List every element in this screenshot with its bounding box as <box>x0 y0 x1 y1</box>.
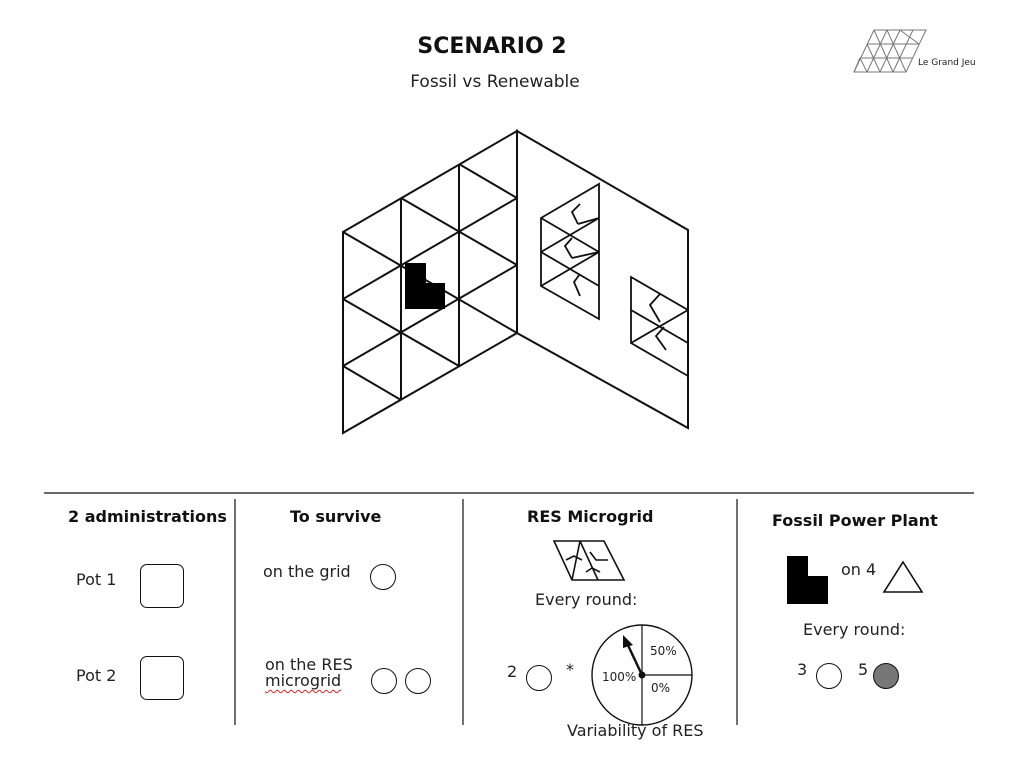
fossil-every-round-label: Every round: <box>803 620 906 639</box>
scenario-title: SCENARIO 2 <box>417 34 567 59</box>
grid-survive-token[interactable] <box>370 564 396 590</box>
administrations-title: 2 administrations <box>68 507 227 526</box>
res-count: 2 <box>507 662 518 681</box>
grid-survive-label: on the grid <box>263 562 351 581</box>
microgrid-tile <box>630 275 689 378</box>
fossil-count-a: 3 <box>797 660 808 679</box>
microgrid-tile-icon <box>552 540 626 581</box>
pot1-label: Pot 1 <box>76 570 117 589</box>
res-round-token[interactable] <box>526 665 552 691</box>
dial-label-100: 100% <box>602 670 637 684</box>
fossil-count-b: 5 <box>858 660 869 679</box>
res-survive-token-1[interactable] <box>371 668 397 694</box>
scenario-subtitle: Fossil vs Renewable <box>410 72 580 92</box>
pot1-slot[interactable] <box>140 564 184 608</box>
fossil-on-label: on 4 <box>841 560 877 579</box>
res-microgrid-title: RES Microgrid <box>527 507 654 526</box>
survive-title: To survive <box>290 507 382 526</box>
dial-label-0: 0% <box>651 681 671 695</box>
pot2-label: Pot 2 <box>76 666 117 685</box>
fossil-title: Fossil Power Plant <box>772 511 938 530</box>
dial-caption: Variability of RES <box>567 721 704 740</box>
brand-name: Le Grand Jeu <box>918 58 976 68</box>
variability-dial-icon[interactable] <box>590 623 694 727</box>
brand-logo-icon <box>853 29 927 73</box>
microgrid-tile <box>540 182 600 321</box>
res-every-round-label: Every round: <box>535 590 638 609</box>
dial-label-50: 50% <box>650 644 677 658</box>
res-survive-label-line1: on the RES <box>265 655 353 674</box>
res-survive-token-2[interactable] <box>405 668 431 694</box>
res-survive-label: on the RES microgrid <box>265 657 353 689</box>
fossil-plant-icon <box>787 556 828 604</box>
res-survive-label-line2: microgrid <box>265 671 342 690</box>
triangle-tile-icon[interactable] <box>882 560 924 594</box>
fossil-filled-token[interactable] <box>873 663 899 689</box>
fossil-empty-token[interactable] <box>816 663 842 689</box>
res-multiplier: * <box>566 660 574 679</box>
fossil-plant-piece <box>405 263 445 309</box>
pot2-slot[interactable] <box>140 656 184 700</box>
game-board-diagram <box>342 129 689 435</box>
